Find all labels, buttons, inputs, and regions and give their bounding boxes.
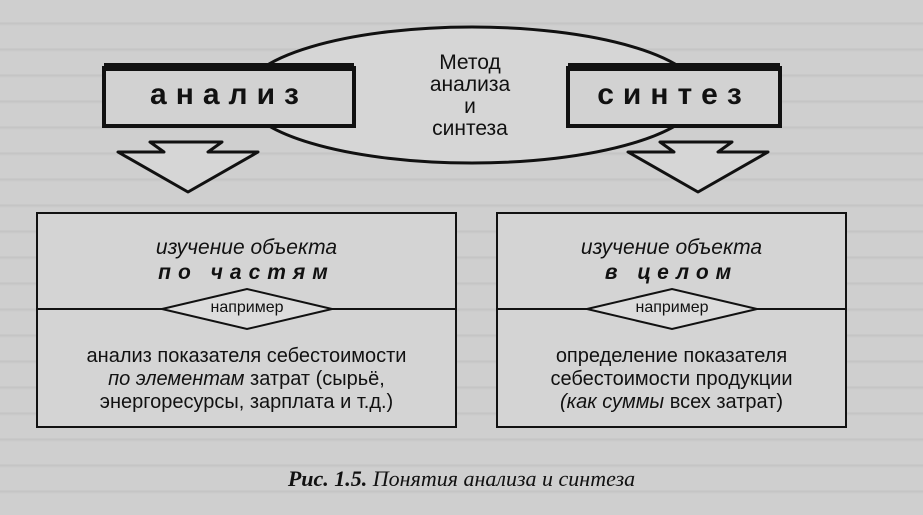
synthesis-desc-line2: себестоимости продукции [550,368,793,390]
analysis-title-box-top-bar [104,63,354,71]
synthesis-study-line2: в целом [604,261,739,284]
analysis-desc-line3: энергоресурсы, зарплата и т.д.) [99,391,394,413]
method-label-line2: анализа [429,73,511,96]
method-label-line1: Метод [439,51,501,74]
method-label: Метод анализа и синтеза [400,52,540,140]
synthesis-desc-line3: (как суммы всех затрат) [497,391,846,414]
method-label-line3: и [464,95,476,118]
figure-caption-text: Понятия анализа и синтеза [367,466,636,491]
figure-caption: Рис. 1.5. Понятия анализа и синтеза [0,466,923,491]
analysis-desc-line2: по элементам затрат (сырьё, [37,368,456,391]
synthesis-title: синтез [597,78,751,111]
synthesis-down-arrow-icon [626,140,770,194]
analysis-title: анализ [150,78,308,111]
synthesis-desc-line1: определение показателя [555,345,788,367]
synthesis-example-label: например [635,299,709,316]
synthesis-study-line1: изучение объекта [580,236,763,259]
synthesis-description: определение показателя себестоимости про… [497,345,846,414]
analysis-down-arrow-icon [116,140,260,194]
synthesis-desc-line3-rest: всех затрат) [664,391,783,413]
method-label-line4: синтеза [432,117,508,140]
figure-caption-label: Рис. 1.5. [287,466,368,491]
synthesis-title-box [566,66,782,128]
synthesis-title-box-top-bar [568,63,780,71]
analysis-study-line1: изучение объекта [155,236,338,259]
analysis-desc-line2-rest: затрат (сырьё, [244,368,385,390]
analysis-desc-line1: анализ показателя себестоимости [86,345,407,367]
analysis-desc-line2-italic: по элементам [108,368,245,390]
synthesis-desc-line3-italic: (как суммы [560,391,665,413]
analysis-example-label: например [210,299,284,316]
analysis-description: анализ показателя себестоимости по элеме… [37,345,456,414]
synthesis-example-diamond [586,287,758,331]
analysis-study-line2: по частям [158,261,335,284]
analysis-example-diamond [161,287,333,331]
